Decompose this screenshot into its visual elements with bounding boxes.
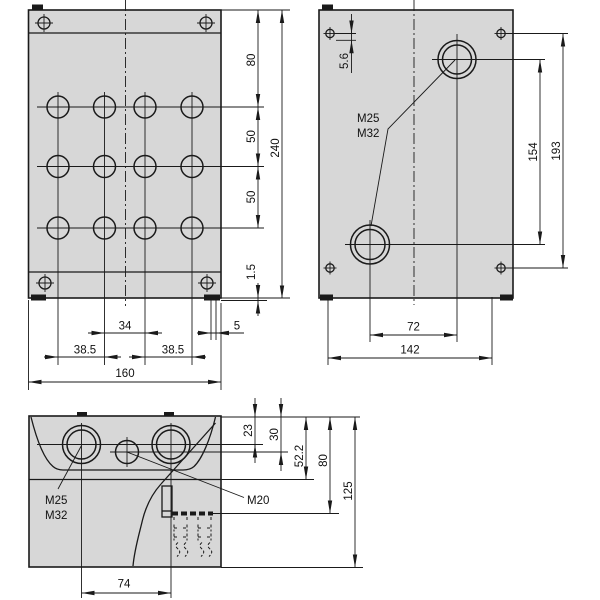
- lid-tab-top-1: [77, 412, 87, 418]
- enclosure-front-body: [27, 9, 222, 299]
- dim-label-1-5: 1.5: [246, 264, 258, 280]
- dim-label-5-6: 5.6: [339, 53, 351, 69]
- top-dimension-lines: [81, 398, 358, 596]
- dim-label-38-5-left: 38.5: [74, 345, 96, 357]
- gland-label-m32: M32: [357, 128, 379, 140]
- dim-label-72: 72: [407, 322, 420, 334]
- dim-label-240: 240: [270, 138, 282, 157]
- foot-right: [204, 294, 220, 301]
- side-dimension-lines: [328, 33, 566, 361]
- dim-label-125: 125: [343, 481, 355, 500]
- dim-label-50-upper: 50: [246, 130, 258, 143]
- gland-label-m25: M25: [357, 113, 379, 125]
- dim-label-38-5-right: 38.5: [162, 345, 184, 357]
- lid-tab: [32, 4, 43, 11]
- side-corner-screw-icon: [323, 27, 508, 275]
- top-view: M25 M32 M20 23 30 52.2 80 125 74: [28, 398, 363, 598]
- foot-right-side: [500, 294, 513, 301]
- foot-left: [31, 294, 46, 301]
- dim-label-34: 34: [119, 321, 132, 333]
- enclosure-top-body: [28, 415, 222, 568]
- gland-leader-line: [370, 59, 456, 227]
- dim-label-52-2: 52.2: [294, 445, 306, 467]
- gland-leader-left: [57, 445, 82, 490]
- side-hole-axes: [345, 34, 545, 342]
- m20-leader: [126, 451, 245, 498]
- dim-label-23: 23: [243, 424, 255, 437]
- inner-pillar: [161, 485, 173, 518]
- front-knockout-holes: [46, 95, 204, 240]
- dim-label-74: 74: [118, 579, 131, 591]
- dim-label-30: 30: [269, 428, 281, 441]
- lid-tab-side: [322, 4, 333, 11]
- side-extension-lines: [327, 33, 568, 365]
- side-view: 5.6 M25 M32 154 193 72 142: [318, 0, 568, 365]
- dim-label-154: 154: [528, 142, 540, 162]
- corner-screw-icon: [35, 14, 216, 292]
- top-gland-label-m20: M20: [247, 495, 269, 507]
- terminal-hidden-details: [173, 517, 213, 557]
- screw-inset-detail: [334, 14, 356, 73]
- dim-label-5: 5: [234, 321, 240, 333]
- dim-label-160: 160: [115, 368, 134, 380]
- dim-label-50-lower: 50: [246, 191, 258, 204]
- top-gland-label-m32: M32: [45, 510, 67, 522]
- dim-label-80-depth: 80: [318, 454, 330, 467]
- section-cut-line: [160, 422, 216, 485]
- top-gland-label-m25: M25: [45, 495, 67, 507]
- top-extension-lines: [213, 416, 363, 568]
- dim-label-193: 193: [551, 141, 563, 160]
- front-hole-axes: [37, 92, 264, 365]
- lid-tab-top-2: [164, 412, 174, 418]
- foot-left-side: [320, 294, 333, 301]
- cover-slope-outline: [30, 416, 217, 471]
- dim-label-80: 80: [246, 54, 258, 67]
- dim-label-142: 142: [400, 345, 419, 357]
- front-dimension-lines: [28, 10, 285, 385]
- front-view: 80 50 50 240 1.5 34 5 38.5 38.5 160: [27, 0, 290, 390]
- section-break-curve: [132, 483, 162, 567]
